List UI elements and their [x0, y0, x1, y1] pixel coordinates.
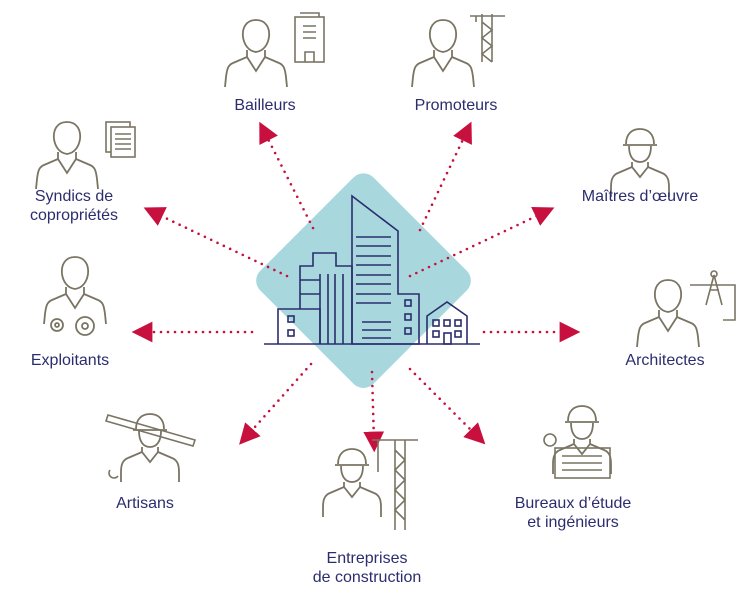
- arrow-entreprises: [363, 370, 385, 453]
- arrow-promoteurs: [418, 121, 472, 232]
- person-gears-icon: [43, 256, 107, 336]
- label-maitres-doeuvre: Maîtres d’œuvre: [582, 187, 698, 206]
- center-illustration: [256, 173, 480, 388]
- label-line: Bureaux d’étude: [514, 495, 632, 512]
- label-line: Maîtres d’œuvre: [581, 188, 699, 205]
- label-line: Bailleurs: [234, 97, 296, 114]
- person-blueprint-icon: [636, 270, 736, 348]
- arrow-bailleurs: [259, 121, 315, 230]
- person-crane-icon: [411, 14, 505, 88]
- buildings-icon: [264, 194, 480, 345]
- label-promoteurs: Promoteurs: [415, 96, 498, 115]
- person-documents-icon: [35, 121, 136, 190]
- label-bailleurs: Bailleurs: [234, 96, 295, 115]
- label-syndics: Syndics de copropriétés: [30, 187, 118, 225]
- label-line: Syndics de: [34, 188, 114, 205]
- engineer-control-panel-icon: [543, 405, 612, 479]
- label-line: Architectes: [625, 352, 705, 369]
- person-office-building-icon: [224, 12, 325, 88]
- label-bureaux-etude: Bureaux d’étude et ingénieurs: [515, 494, 632, 532]
- worker-tools-icon: [104, 413, 197, 483]
- teal-diamond: [256, 173, 471, 388]
- label-line: Exploitants: [30, 352, 110, 369]
- label-line: copropriétés: [29, 207, 119, 224]
- arrow-syndics: [143, 207, 289, 278]
- label-line: Promoteurs: [414, 97, 498, 114]
- label-exploitants: Exploitants: [31, 351, 109, 370]
- label-line: Artisans: [116, 495, 174, 512]
- label-entreprises: Entreprises de construction: [313, 549, 422, 587]
- worker-crane-icon: [322, 439, 418, 530]
- arrow-artisans: [239, 362, 313, 445]
- arrow-bureaux: [408, 367, 486, 445]
- label-artisans: Artisans: [116, 494, 174, 513]
- label-line: Entreprises: [326, 550, 408, 567]
- label-line: de construction: [312, 569, 422, 586]
- label-architectes: Architectes: [625, 351, 704, 370]
- label-line: et ingénieurs: [527, 514, 619, 531]
